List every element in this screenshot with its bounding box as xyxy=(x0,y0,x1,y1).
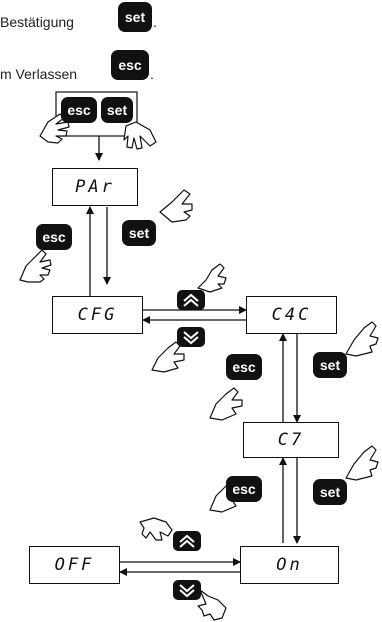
esc-key-c4c: esc xyxy=(226,354,262,380)
display-text: PAr xyxy=(75,177,115,197)
pointing-hand-icon xyxy=(20,250,51,282)
pointing-hand-icon xyxy=(346,322,378,356)
display-text: On xyxy=(276,555,302,575)
set-key-cfg: set xyxy=(122,220,156,246)
display-c7: C7 xyxy=(243,422,339,458)
pointing-hand-icon xyxy=(160,190,192,222)
set-key-on: set xyxy=(313,479,347,505)
double-chevron-up-icon xyxy=(173,531,201,551)
display-par: PAr xyxy=(52,168,138,206)
pointing-hand-icon xyxy=(198,264,226,292)
pointing-hand-icon xyxy=(198,590,226,620)
pointing-hand-icon xyxy=(210,388,242,420)
esc-key-par: esc xyxy=(36,224,72,250)
top-set-key: set xyxy=(101,97,133,123)
double-chevron-down-icon xyxy=(173,580,201,600)
display-off: OFF xyxy=(29,546,120,584)
display-on: On xyxy=(240,546,339,584)
set-key-c7: set xyxy=(313,352,347,378)
display-cfg: CFG xyxy=(52,296,143,334)
display-text: C7 xyxy=(278,430,304,450)
pointing-hand-icon xyxy=(140,518,172,540)
pointing-hand-icon xyxy=(346,446,378,480)
double-chevron-up-icon xyxy=(177,290,205,310)
top-esc-key: esc xyxy=(61,97,97,123)
pointing-hand-icon xyxy=(152,342,184,372)
double-chevron-down-icon xyxy=(177,327,205,347)
esc-key-c7: esc xyxy=(226,476,262,502)
pointing-hand-icon xyxy=(124,122,156,149)
display-text: OFF xyxy=(55,555,95,575)
display-text: C4C xyxy=(272,305,312,325)
display-text: CFG xyxy=(78,305,118,325)
display-c4c: C4C xyxy=(246,296,337,334)
